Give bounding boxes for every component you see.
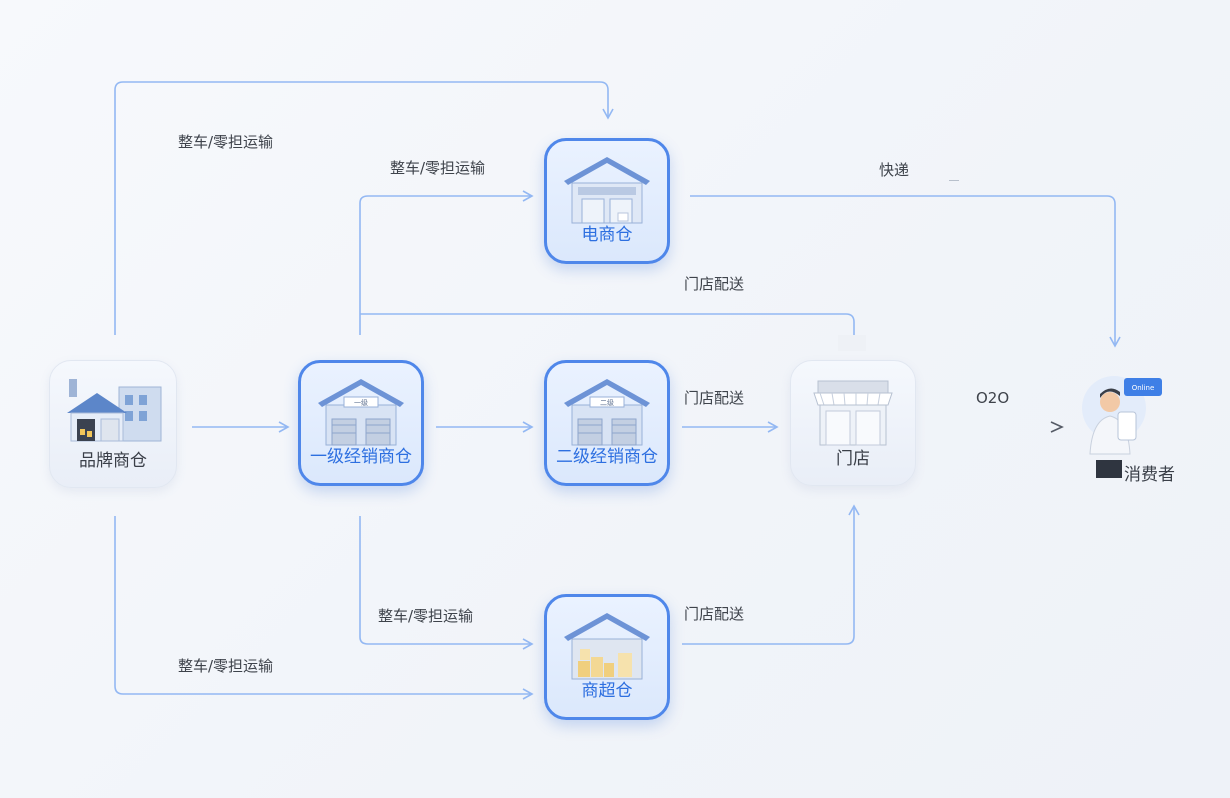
edge-brand-to-supermarket [114,516,534,700]
label-second-to-store: 门店配送 [684,389,745,407]
connector-cap [838,335,866,351]
node-second-dealer-warehouse: 二级 二级经销商仓 [544,360,670,486]
tick-mark [949,180,959,181]
consumer-icon: Online [1082,376,1162,478]
warehouse-sign: 二级 [600,398,614,407]
node-label: 电商仓 [581,225,633,245]
label-dealer-to-supermarket: 整车/零担运输 [378,607,474,625]
node-label: 门店 [836,449,870,469]
warehouse-sign: 一级 [354,398,368,407]
warehouse-icon: 一级 [318,379,404,446]
label-supermarket-to-store: 门店配送 [684,605,745,623]
node-ecommerce-warehouse: 电商仓 [544,138,670,264]
node-label: 品牌商仓 [79,451,147,471]
label-dealer-to-ecommerce: 整车/零担运输 [390,159,486,177]
warehouse-icon [564,613,650,680]
node-supermarket-warehouse: 商超仓 [544,594,670,720]
warehouse-icon: 二级 [564,379,650,446]
node-brand-warehouse: 品牌商仓 [49,360,177,488]
node-first-dealer-warehouse: 一级 一级经销商仓 [298,360,424,486]
label-o2o: O2O [976,389,1010,407]
node-label: 消费者 [1124,465,1175,485]
edge-brand-to-ecommerce [114,81,614,335]
factory-icon [67,379,162,442]
node-label: 二级经销商仓 [556,447,658,467]
label-brand-to-ecommerce: 整车/零担运输 [178,133,274,151]
edge-express [690,195,1121,348]
label-express: 快递 [879,161,910,179]
edge-dealer-to-store [360,313,860,348]
edge-dealer-to-supermarket [359,516,534,650]
warehouse-icon [564,157,650,224]
edge-dealer-to-ecommerce [359,190,534,335]
storefront-icon [813,380,893,446]
node-label: 一级经销商仓 [310,447,412,467]
label-dealer-to-store: 门店配送 [684,275,745,293]
node-consumer: Online 消费者 [1080,370,1190,488]
label-brand-to-supermarket: 整车/零担运输 [178,657,274,675]
node-store: 门店 [790,360,916,486]
phone-badge: Online [1132,384,1155,392]
edge-supermarket-to-store [682,504,860,645]
node-label: 商超仓 [581,681,633,701]
